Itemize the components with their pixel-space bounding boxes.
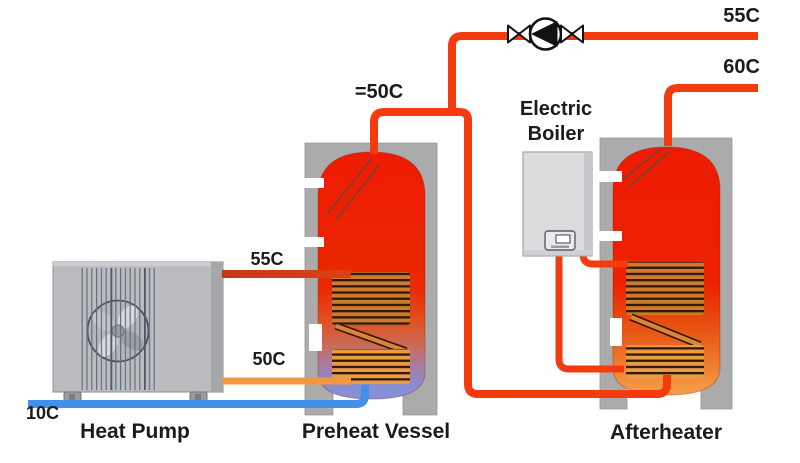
circulation-pump-icon bbox=[528, 17, 563, 51]
label-electric-boiler: Electric Boiler bbox=[496, 97, 616, 147]
pump-valve-assembly bbox=[507, 17, 584, 51]
afterheater-upper-coil bbox=[626, 262, 704, 315]
label-electric-boiler-line2: Boiler bbox=[527, 123, 585, 145]
label-top-output-temp: 55C bbox=[723, 5, 760, 27]
label-heatpump-supply-temp: 55C bbox=[250, 249, 284, 269]
pipe-top-output bbox=[448, 32, 758, 116]
label-electric-boiler-line1: Electric bbox=[519, 98, 593, 120]
pipe-boiler-return bbox=[555, 250, 624, 373]
shutoff-valve-icon bbox=[560, 24, 584, 44]
label-preheat-vessel: Preheat Vessel bbox=[301, 420, 451, 443]
afterheater-lower-coil bbox=[626, 345, 704, 378]
preheat-port-upper bbox=[303, 178, 324, 188]
afterheater-unit bbox=[598, 137, 733, 410]
pipe-preheat-to-afterheater bbox=[370, 108, 671, 398]
preheat-port-mid bbox=[303, 237, 324, 247]
boiler-control-panel bbox=[544, 230, 576, 251]
preheat-lower-coil bbox=[332, 349, 410, 384]
electric-boiler-shade bbox=[584, 153, 592, 255]
preheat-vessel-unit bbox=[303, 142, 438, 416]
electric-boiler-unit bbox=[522, 151, 593, 257]
pipe-afterheater-output bbox=[664, 84, 758, 146]
afterheater-dip-tube bbox=[621, 147, 670, 187]
heat-pump-unit bbox=[52, 261, 224, 404]
label-heat-pump: Heat Pump bbox=[80, 420, 190, 443]
label-afterheater: Afterheater bbox=[609, 421, 723, 444]
pipe-network bbox=[28, 32, 758, 408]
pipe-cold-inlet bbox=[28, 385, 369, 408]
preheat-port-slot bbox=[309, 324, 322, 351]
preheat-dip-tube bbox=[326, 157, 381, 221]
afterheater-port-upper bbox=[598, 171, 622, 182]
afterheater-port-slot bbox=[610, 318, 622, 346]
label-cold-inlet-temp: 10C bbox=[26, 403, 60, 423]
afterheater-port-mid bbox=[598, 231, 622, 241]
preheat-upper-coil bbox=[332, 272, 410, 325]
afterheater-coil-link bbox=[630, 315, 701, 347]
preheat-coil-link bbox=[335, 324, 407, 353]
label-preheat-output-temp: =50C bbox=[354, 81, 404, 103]
heat-pump-side-shade bbox=[211, 262, 223, 392]
label-heatpump-return-temp: 50C bbox=[252, 349, 286, 369]
label-afterheater-output-temp: 60C bbox=[723, 56, 760, 78]
heat-pump-top-edge bbox=[53, 262, 223, 266]
